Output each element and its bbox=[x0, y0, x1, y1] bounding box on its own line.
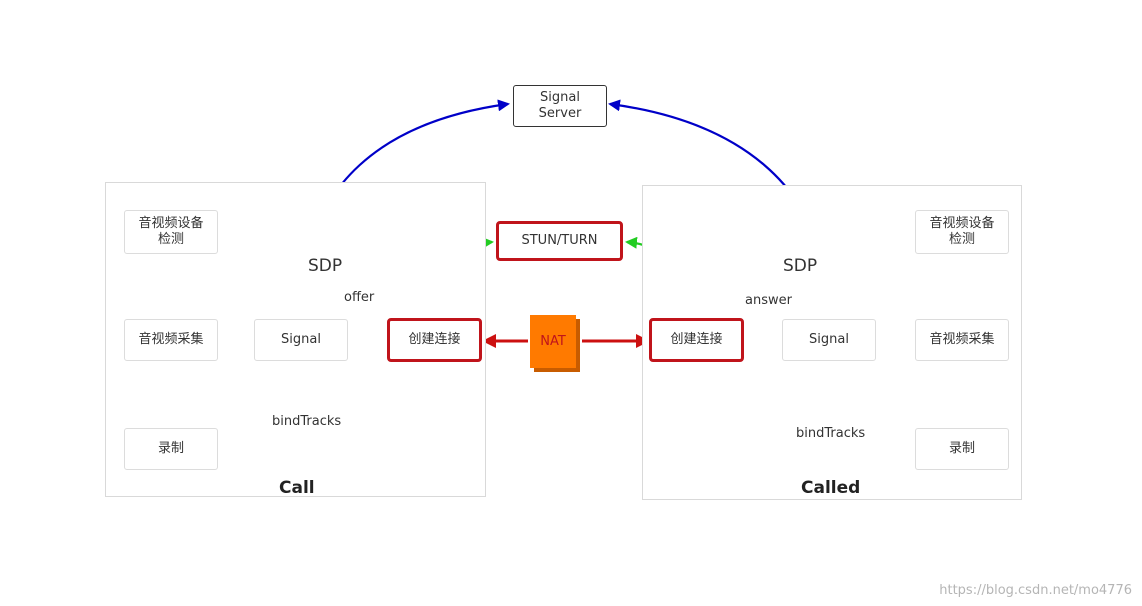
called-record-node: 录制 bbox=[915, 428, 1009, 470]
called-capture-node: 音视频采集 bbox=[915, 319, 1009, 361]
bindtracks-label-right: bindTracks bbox=[794, 426, 868, 441]
called-device-check-node: 音视频设备 检测 bbox=[915, 210, 1009, 254]
answer-label: answer bbox=[743, 293, 794, 308]
called-signal-node: Signal bbox=[782, 319, 876, 361]
signal-server-node: Signal Server bbox=[513, 85, 607, 127]
sdp-label-left: SDP bbox=[308, 256, 343, 276]
call-device-check-node: 音视频设备 检测 bbox=[124, 210, 218, 254]
bindtracks-label-left: bindTracks bbox=[270, 414, 344, 429]
watermark-text: https://blog.csdn.net/mo4776 bbox=[939, 583, 1132, 598]
call-group-title: Call bbox=[279, 478, 315, 498]
call-record-node: 录制 bbox=[124, 428, 218, 470]
sdp-label-right: SDP bbox=[783, 256, 818, 276]
call-capture-node: 音视频采集 bbox=[124, 319, 218, 361]
nat-label: NAT bbox=[540, 334, 566, 349]
stun-turn-node: STUN/TURN bbox=[496, 221, 623, 261]
call-signal-node: Signal bbox=[254, 319, 348, 361]
called-group-title: Called bbox=[801, 478, 861, 498]
call-connect-node: 创建连接 bbox=[387, 318, 482, 362]
nat-node: NAT bbox=[530, 315, 576, 368]
called-connect-node: 创建连接 bbox=[649, 318, 744, 362]
offer-label: offer bbox=[342, 290, 377, 305]
